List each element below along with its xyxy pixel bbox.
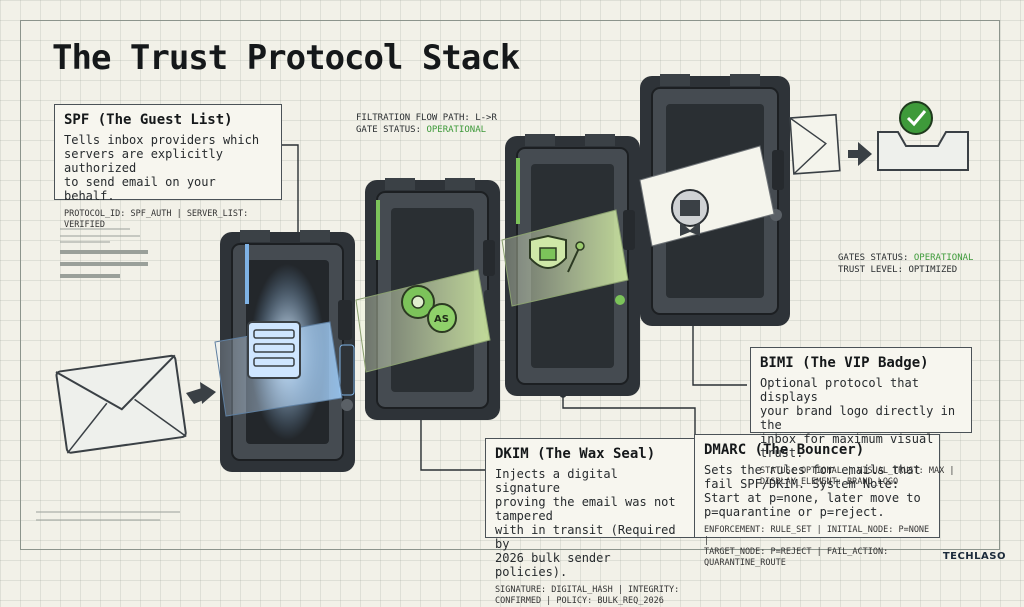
brand-logo: TECHLASO	[942, 551, 1006, 562]
shield-robot-icon	[529, 234, 585, 273]
bimi-title: BIMI (The VIP Badge)	[760, 355, 929, 371]
outbound-envelope-icon	[789, 113, 841, 175]
trust-level-label: TRUST LEVEL: OPTIMIZED	[838, 265, 958, 275]
dkim-meta: SIGNATURE: DIGITAL_HASH | INTEGRITY: CON…	[495, 585, 680, 606]
spf-meta: PROTOCOL_ID: SPF_AUTH | SERVER_LIST: VER…	[64, 209, 249, 230]
spf-title: SPF (The Guest List)	[64, 112, 233, 128]
dkim-title: DKIM (The Wax Seal)	[495, 446, 656, 462]
badge-icon	[671, 189, 709, 236]
bimi-description: Optional protocol that displays your bra…	[760, 376, 956, 460]
flow-path-label: FILTRATION FLOW PATH: L->R	[356, 113, 497, 123]
protocol-illustration: AS	[36, 74, 969, 521]
flow-arrow-icon	[186, 382, 216, 404]
dkim-card: DKIM (The Wax Seal) Injects a digital si…	[485, 438, 697, 606]
spf-card: SPF (The Guest List) Tells inbox provide…	[54, 104, 282, 230]
dkim-description: Injects a digital signature proving the …	[495, 467, 676, 579]
outbound-arrow-icon	[848, 142, 872, 166]
server-list-icon	[247, 321, 301, 379]
gates-status: GATES STATUS: OPERATIONAL TRUST LEVEL: O…	[838, 252, 973, 276]
bimi-meta: STATUS: OPTIONAL | VISUAL_TRUST: MAX | D…	[760, 466, 955, 487]
blueprint-frame	[20, 20, 1000, 550]
gear-seal-icon: AS	[401, 285, 457, 333]
dmarc-title: DMARC (The Bouncer)	[704, 442, 865, 458]
gates-status-value: OPERATIONAL	[913, 253, 974, 263]
spf-description: Tells inbox providers which servers are …	[64, 133, 260, 203]
seal-text: AS	[434, 314, 449, 325]
decor-lines-left	[36, 228, 180, 521]
dmarc-card: DMARC (The Bouncer) Sets the rules for e…	[694, 434, 940, 568]
inbox-check-icon	[877, 101, 969, 171]
dmarc-description: Sets the rules for emails that fail SPF/…	[704, 463, 921, 519]
bimi-card: BIMI (The VIP Badge) Optional protocol t…	[750, 347, 972, 487]
gate-status-value: OPERATIONAL	[426, 125, 487, 135]
dkim-beam	[355, 269, 491, 373]
envelope-icon	[55, 354, 187, 454]
gates-status-label: GATES STATUS:	[838, 253, 914, 263]
dmarc-meta: ENFORCEMENT: RULE_SET | INITIAL_NODE: P=…	[704, 525, 930, 568]
bimi-beam	[639, 145, 775, 247]
gate-status-label: GATE STATUS:	[356, 125, 427, 135]
page-title: The Trust Protocol Stack	[52, 38, 520, 78]
flow-status: FILTRATION FLOW PATH: L->R GATE STATUS: …	[356, 112, 497, 136]
